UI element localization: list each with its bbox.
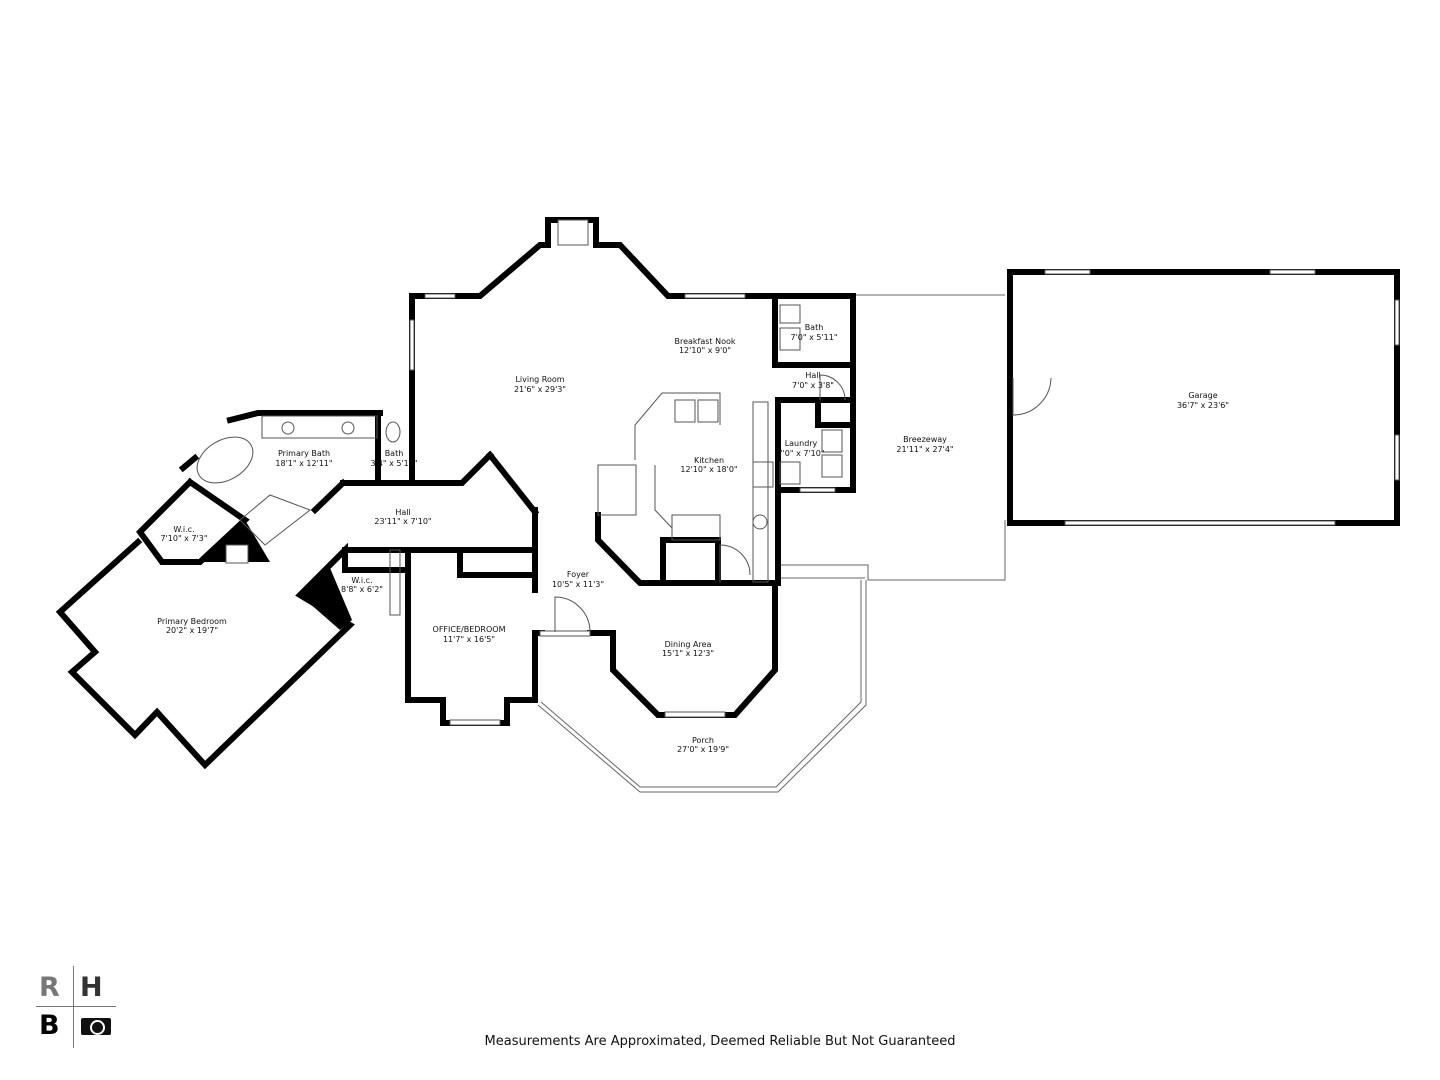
room-name-laundry: Laundry	[785, 439, 818, 448]
logo-letter-b: B	[39, 1010, 60, 1041]
room-name-kitchen: Kitchen	[694, 456, 724, 465]
room-size-wic-2: 8'8" x 6'2"	[341, 585, 383, 594]
room-size-living-room: 21'6" x 29'3"	[514, 385, 566, 394]
fixtures	[196, 304, 1052, 633]
porch-outline	[537, 580, 867, 793]
room-size-bath-small: 3'4" x 5'11"	[370, 459, 417, 468]
room-size-primary-bath: 18'1" x 12'11"	[275, 459, 332, 468]
room-name-hall: Hall	[395, 508, 410, 517]
room-name-primary-bedroom: Primary Bedroom	[157, 617, 227, 626]
room-name-porch: Porch	[692, 736, 714, 745]
room-name-breakfast-nook: Breakfast Nook	[674, 337, 735, 346]
room-name-primary-bath: Primary Bath	[278, 449, 330, 458]
logo-letter-h: H	[80, 972, 103, 1003]
room-name-breezeway: Breezeway	[903, 435, 947, 444]
room-name-bath: Bath	[805, 323, 824, 332]
room-name-bath-small: Bath	[385, 449, 404, 458]
room-size-hall-east: 7'0" x 3'8"	[792, 381, 834, 390]
room-name-wic-2: W.i.c.	[351, 576, 372, 585]
logo-letter-r: R	[39, 972, 60, 1003]
room-size-office-bedroom: 11'7" x 16'5"	[443, 635, 495, 644]
disclaimer-text: Measurements Are Approximated, Deemed Re…	[484, 1034, 956, 1049]
camera-icon	[81, 1018, 111, 1035]
room-size-primary-bedroom: 20'2" x 19'7"	[166, 626, 218, 635]
room-name-living-room: Living Room	[515, 375, 564, 384]
room-size-kitchen: 12'10" x 18'0"	[680, 465, 737, 474]
room-name-foyer: Foyer	[567, 570, 590, 579]
room-name-hall-east: Hall	[805, 371, 820, 380]
room-labels: Living Room 21'6" x 29'3" Breakfast Nook…	[157, 323, 1229, 754]
room-size-wic-1: 7'10" x 7'3"	[160, 534, 207, 543]
room-size-breezeway: 21'11" x 27'4"	[896, 445, 953, 454]
room-size-bath: 7'0" x 5'11"	[790, 333, 837, 342]
breezeway-outline	[778, 294, 1006, 581]
room-size-laundry: 7'0" x 7'10"	[777, 449, 824, 458]
chimney-solid	[200, 520, 270, 562]
closet-solid	[300, 568, 352, 630]
room-size-dining-area: 15'1" x 12'3"	[662, 649, 714, 658]
room-size-porch: 27'0" x 19'9"	[677, 745, 729, 754]
windows	[225, 219, 1400, 726]
room-size-foyer: 10'5" x 11'3"	[552, 580, 604, 589]
room-size-breakfast-nook: 12'10" x 9'0"	[679, 346, 731, 355]
room-name-dining-area: Dining Area	[665, 640, 712, 649]
walls	[55, 217, 1400, 770]
room-size-garage: 36'7" x 23'6"	[1177, 401, 1229, 410]
room-size-hall: 23'11" x 7'10"	[374, 517, 431, 526]
rhb-logo: R H B	[36, 966, 116, 1048]
room-name-office-bedroom: OFFICE/BEDROOM	[433, 625, 506, 634]
room-name-garage: Garage	[1188, 391, 1217, 400]
room-name-wic-1: W.i.c.	[173, 525, 194, 534]
